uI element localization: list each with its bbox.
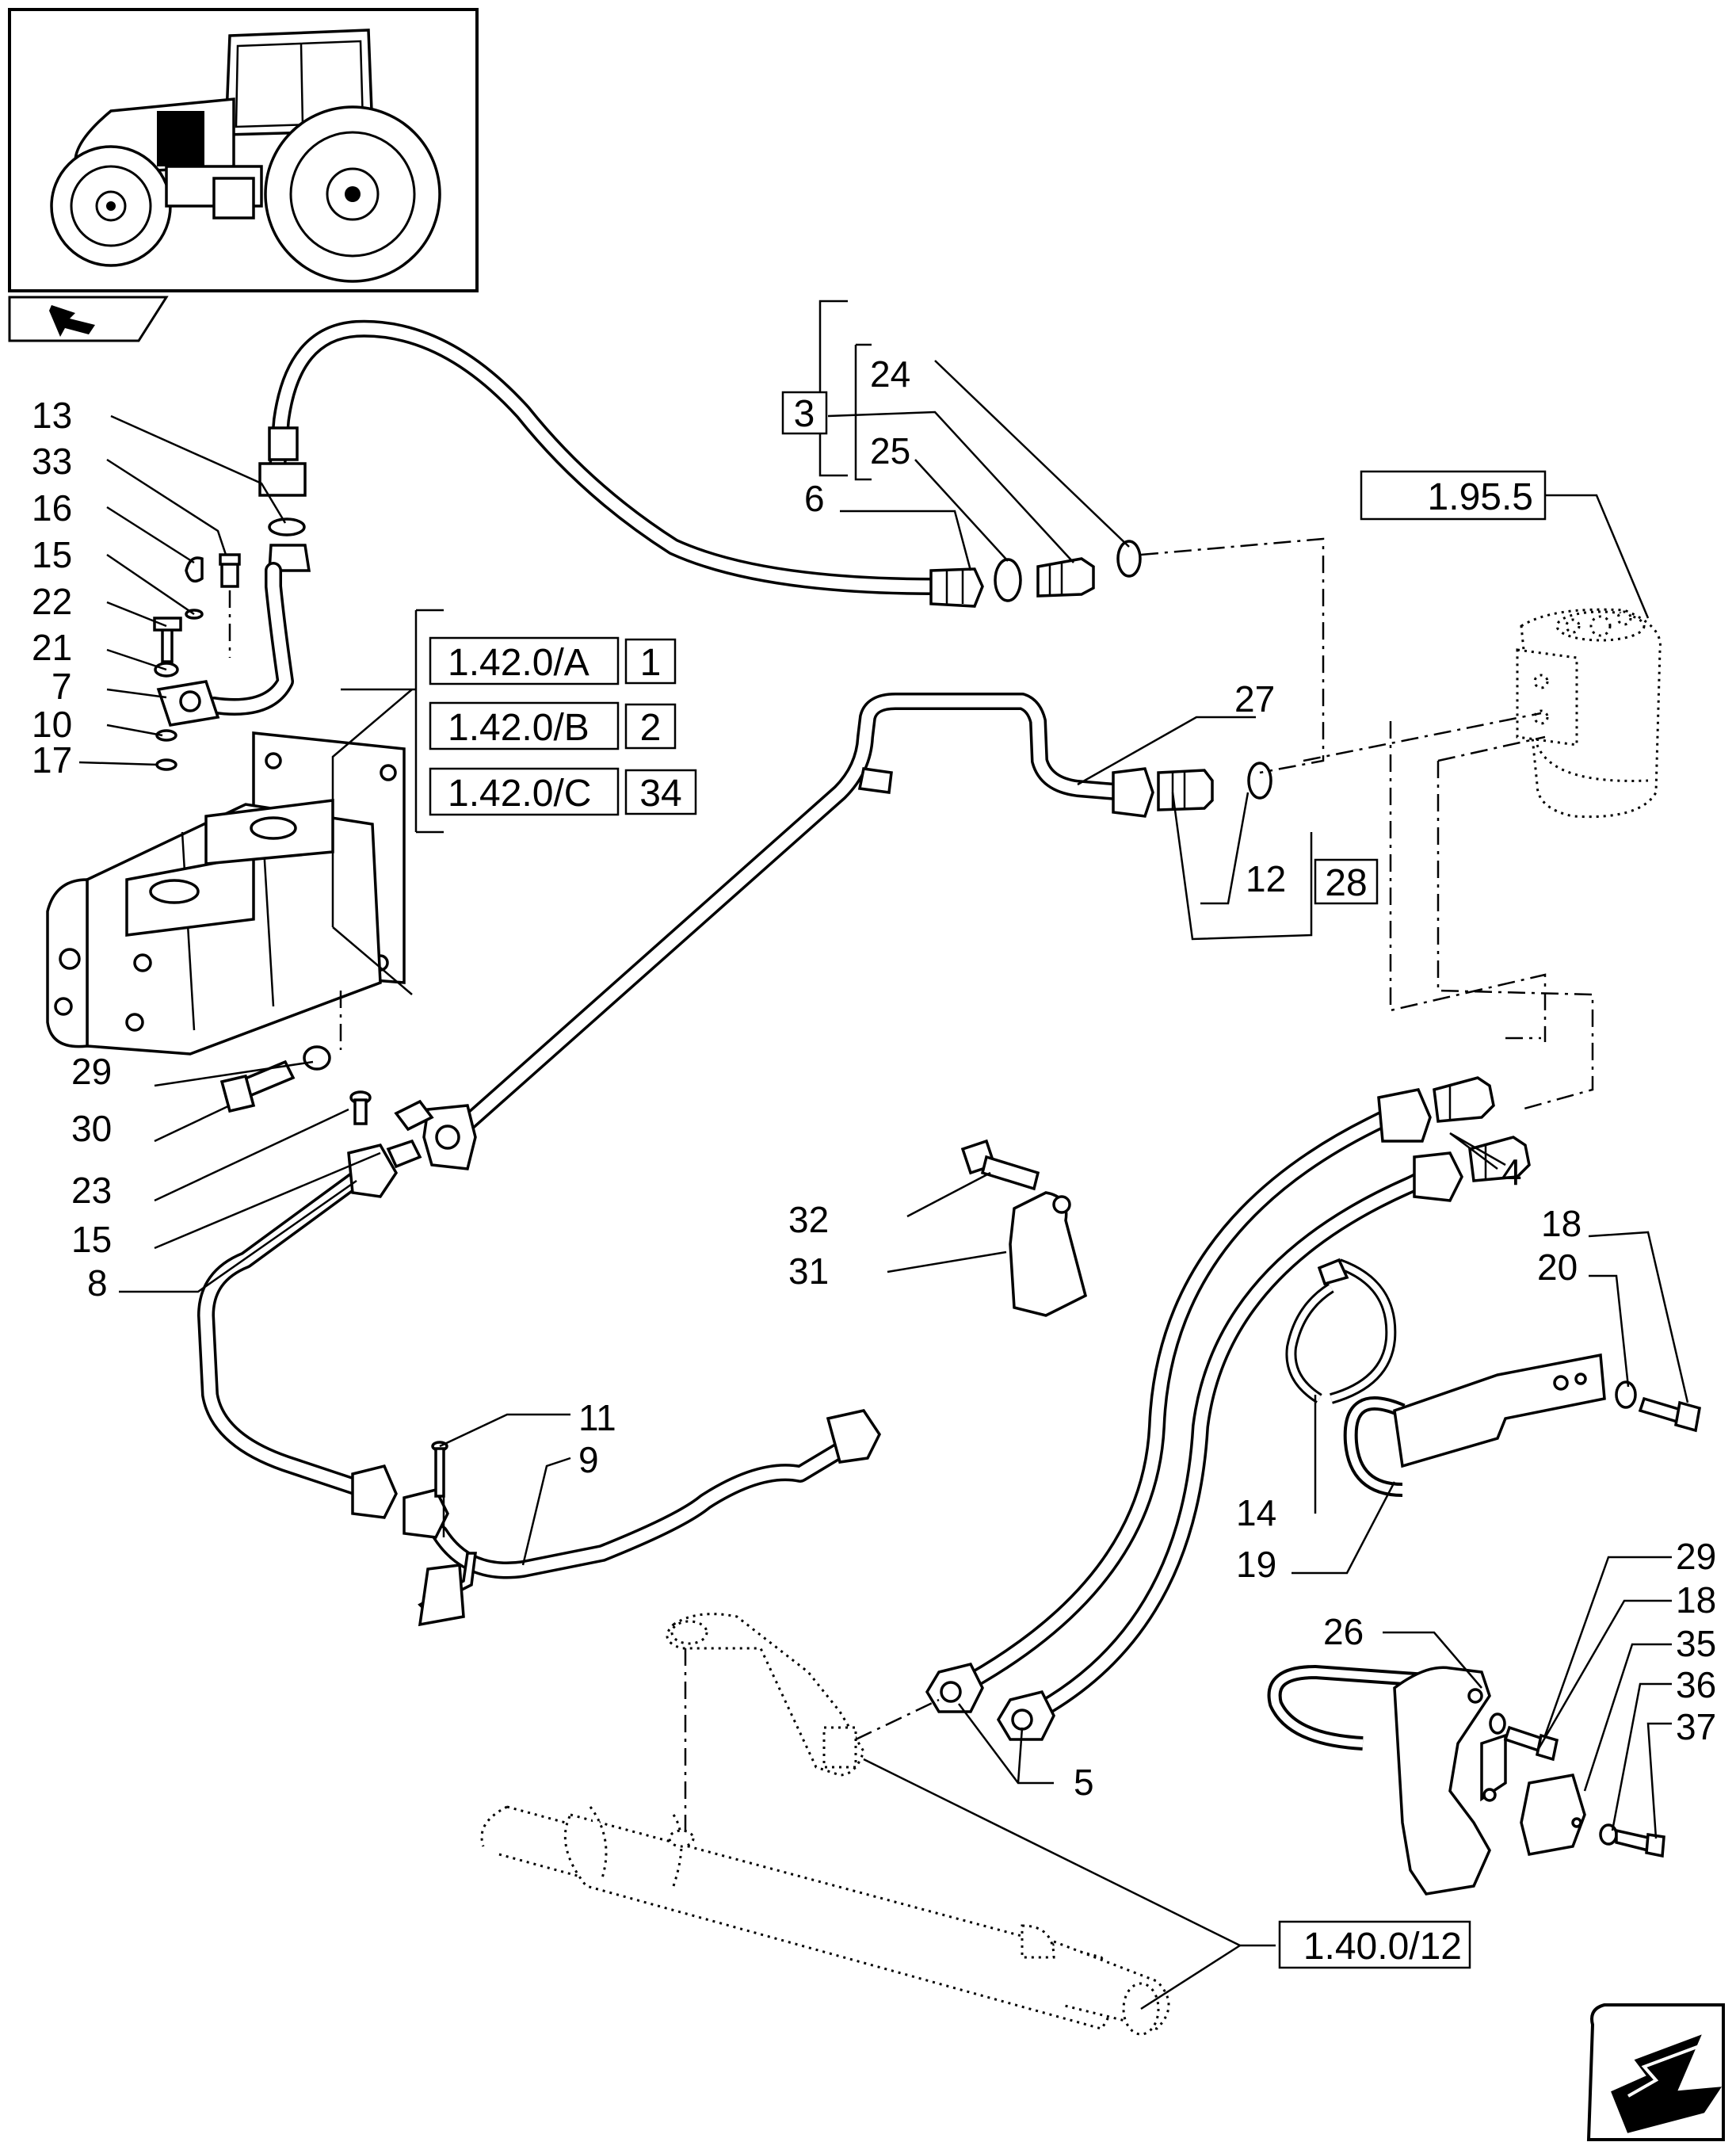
fitting-24-25	[994, 540, 1142, 602]
bracket-26	[1267, 1664, 1507, 1896]
callout-10: 10	[32, 704, 72, 745]
callout-29: 29	[71, 1051, 112, 1092]
svg-text:1: 1	[640, 642, 662, 684]
steering-cylinder	[480, 1613, 1170, 2036]
hoses-5	[925, 1088, 1463, 1741]
callout-12: 12	[1246, 858, 1286, 899]
pump-outlet-fittings	[153, 517, 311, 771]
svg-text:1.42.0/C: 1.42.0/C	[448, 773, 591, 815]
callout-26: 26	[1323, 1611, 1364, 1652]
callout-15-b: 15	[71, 1219, 112, 1260]
arrow-down-left-icon	[1611, 2034, 1722, 2133]
callout-11: 11	[578, 1397, 616, 1438]
callout-24: 24	[870, 353, 910, 395]
callout-17: 17	[32, 739, 72, 781]
bracket-31	[960, 1139, 1088, 1317]
fittings-4	[1433, 1076, 1531, 1182]
steering-pipe-27	[422, 693, 1272, 1170]
callout-23: 23	[71, 1170, 112, 1211]
callout-14: 14	[1236, 1492, 1276, 1533]
callout-18: 18	[1541, 1203, 1581, 1244]
callout-25: 25	[870, 430, 910, 472]
svg-text:1.42.0/A: 1.42.0/A	[448, 642, 589, 684]
svg-text:1.40.0/12: 1.40.0/12	[1303, 1926, 1462, 1968]
callout-7: 7	[52, 666, 72, 707]
callout-8: 8	[87, 1262, 108, 1304]
svg-text:1.95.5: 1.95.5	[1428, 476, 1533, 518]
callout-37: 37	[1676, 1706, 1716, 1747]
bracket-19	[1343, 1353, 1606, 1497]
callout-22: 22	[32, 581, 72, 622]
pipe-8-9	[197, 1090, 882, 1627]
callout-9: 9	[578, 1439, 599, 1480]
callout-30: 30	[71, 1108, 112, 1149]
hydraulic-pump	[46, 731, 406, 1056]
svg-text:3: 3	[794, 393, 815, 435]
steering-valve	[1516, 608, 1662, 819]
svg-text:1.42.0/B: 1.42.0/B	[448, 707, 589, 749]
callout-27: 27	[1234, 678, 1275, 720]
boxed-number-2: 2	[624, 703, 677, 750]
callout-20: 20	[1537, 1247, 1578, 1288]
svg-text:34: 34	[639, 773, 681, 815]
callout-33: 33	[32, 441, 72, 482]
callout-13: 13	[32, 395, 72, 436]
pressure-hose-6	[258, 319, 984, 608]
ref-box-1-42-0-b[interactable]: 1.42.0/B	[429, 701, 620, 750]
block-35	[1520, 1773, 1665, 1858]
callout-4: 4	[1501, 1151, 1522, 1193]
boxed-number-3: 3	[781, 391, 828, 435]
callout-31: 31	[788, 1250, 829, 1292]
tractor-thumbnail	[8, 8, 479, 292]
ref-box-1-40-0-12[interactable]: 1.40.0/12	[1278, 1920, 1471, 1969]
callout-16: 16	[32, 487, 72, 529]
callout-19: 19	[1236, 1544, 1276, 1585]
boxed-number-34: 34	[624, 769, 697, 815]
callout-5: 5	[1074, 1762, 1094, 1803]
bolt-29-30	[219, 991, 342, 1113]
boxed-number-1: 1	[624, 638, 677, 685]
callout-6: 6	[804, 478, 825, 519]
ref-box-1-42-0-c[interactable]: 1.42.0/C	[429, 767, 620, 816]
next-page-button[interactable]	[1586, 2003, 1725, 2141]
callout-29-b: 29	[1676, 1536, 1716, 1577]
nav-tab-top[interactable]	[8, 296, 169, 342]
callout-18-b: 18	[1676, 1579, 1716, 1621]
callout-21: 21	[32, 627, 72, 668]
boxed-number-28: 28	[1314, 858, 1379, 905]
hose-clamp-14	[1285, 1258, 1397, 1404]
svg-text:28: 28	[1325, 862, 1367, 904]
ref-box-1-95-5[interactable]: 1.95.5	[1360, 470, 1547, 521]
callout-36: 36	[1676, 1664, 1716, 1705]
callout-32: 32	[788, 1199, 829, 1240]
svg-text:2: 2	[640, 707, 662, 749]
bolt-18-20	[1615, 1380, 1702, 1433]
ref-box-1-42-0-a[interactable]: 1.42.0/A	[429, 636, 620, 685]
callout-15: 15	[32, 534, 72, 575]
callout-labels: 13 33 16 15 22 21 7 10 17 24 25 6 27 12 …	[32, 353, 1716, 1803]
callout-35: 35	[1676, 1623, 1716, 1664]
arrow-icon	[49, 305, 95, 337]
